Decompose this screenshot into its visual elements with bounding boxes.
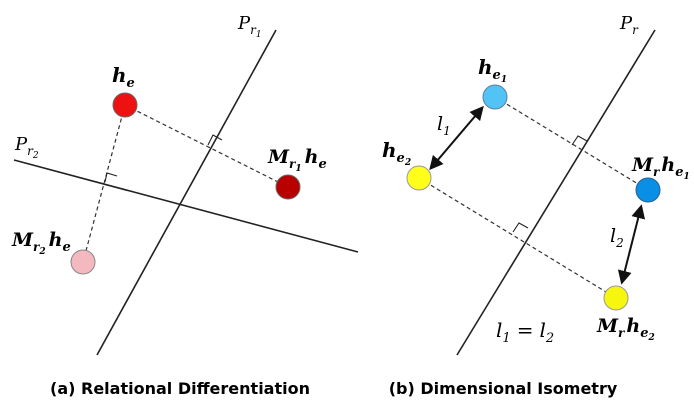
- plane-r-label: Pr: [619, 13, 639, 37]
- node-mr2-he: [70, 249, 96, 275]
- he1-label: he1: [478, 55, 507, 85]
- l1-label: l1: [437, 113, 451, 138]
- left-caption: (a) Relational Differentiation: [50, 379, 310, 398]
- projection-line-r2: [82, 104, 126, 263]
- l2-arrow: [617, 204, 646, 285]
- projection-line-he2: [418, 177, 617, 299]
- mr1-he-label: Mr1he: [267, 146, 327, 174]
- right-angle-marker-r1: [207, 134, 223, 146]
- node-he: [112, 92, 138, 118]
- plane-r2-line: [13, 159, 359, 253]
- he2-label: he2: [382, 138, 411, 168]
- right-angle-marker-r2: [104, 172, 118, 183]
- mr2-he-label: Mr2he: [11, 229, 71, 257]
- left-panel: Pr1 Pr2 he Mr1he Mr2he (a) Relational Di…: [11, 13, 359, 398]
- plane-r1-line: [96, 29, 277, 356]
- node-he2: [406, 165, 432, 191]
- projection-line-r1: [124, 104, 289, 188]
- plane-r-line: [456, 29, 656, 356]
- right-angle-marker-he2: [512, 222, 529, 233]
- plane-r2-label: Pr2: [14, 134, 39, 161]
- he-label: he: [112, 63, 135, 91]
- l2-label: l2: [610, 225, 624, 250]
- node-he1: [482, 84, 508, 110]
- plane-r1-label: Pr1: [237, 13, 262, 40]
- equation-label: l1=l2: [496, 318, 554, 346]
- projection-line-he1: [494, 96, 649, 191]
- l1-arrow: [429, 105, 484, 171]
- right-angle-marker-he1: [571, 135, 588, 146]
- right-caption: (b) Dimensional Isometry: [389, 379, 618, 398]
- node-mr-he2: [603, 285, 629, 311]
- node-mr-he1: [635, 177, 661, 203]
- node-mr1-he: [275, 174, 301, 200]
